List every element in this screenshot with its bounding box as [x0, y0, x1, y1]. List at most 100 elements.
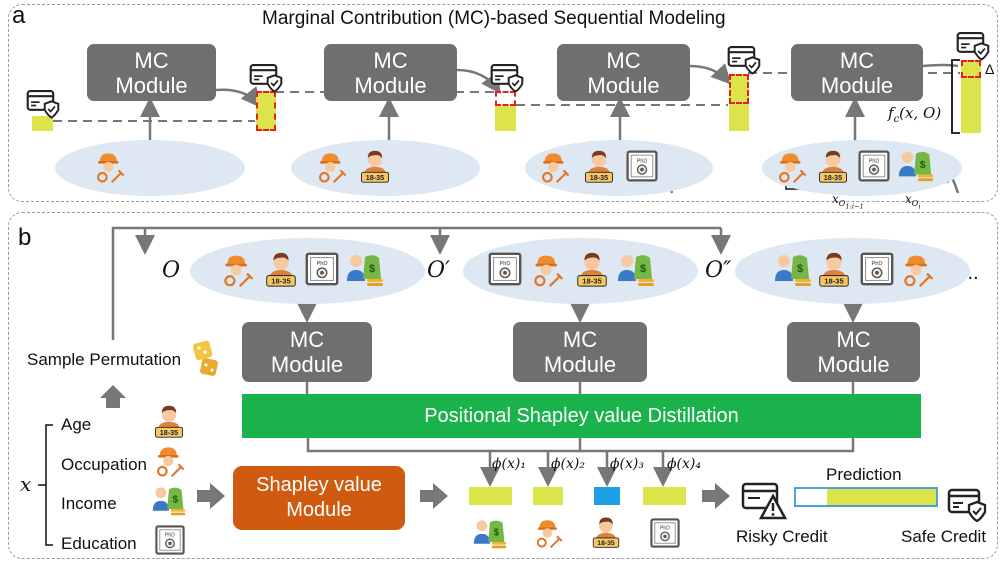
delta-box [495, 91, 516, 106]
prediction-bar [794, 487, 938, 507]
curve-arrow [922, 63, 959, 68]
diploma-icon: PhD [860, 252, 894, 286]
phi-label: ϕ(x)₂ [551, 456, 585, 472]
x-prev-label: xO1:i−1 [832, 192, 864, 211]
x-variable: x [20, 472, 32, 496]
money-icon: $ [898, 151, 934, 182]
money-icon: $ [152, 487, 186, 516]
worker-icon [224, 255, 254, 287]
output-bar [256, 91, 276, 131]
worker-icon [536, 520, 563, 549]
svg-text:$: $ [173, 495, 179, 506]
output-bar [961, 60, 981, 133]
svg-text:PhD: PhD [869, 158, 880, 164]
order-label: O [162, 258, 181, 283]
output-bar [495, 106, 516, 131]
svg-text:18-35: 18-35 [582, 277, 602, 286]
svg-text:$: $ [369, 263, 375, 275]
curve-arrow [456, 68, 501, 95]
diploma-icon: PhD [626, 150, 658, 182]
svg-text:18-35: 18-35 [160, 428, 178, 437]
feature-ellipse [55, 140, 245, 196]
phi-label: ϕ(x)₃ [610, 456, 644, 472]
credit-card-shield-icon [249, 64, 283, 93]
feature-label-age: Age [61, 415, 92, 434]
diploma-icon: PhD [305, 252, 339, 286]
safe-credit-label: Safe Credit [901, 527, 987, 546]
dice-icon [192, 340, 218, 376]
svg-text:$: $ [640, 263, 646, 275]
svg-text:18-35: 18-35 [597, 540, 615, 547]
output-bar [32, 116, 53, 131]
panel-a-letter: a [12, 2, 26, 29]
x-i-label: xOi [905, 192, 921, 211]
feature-label-income: Income [61, 494, 117, 513]
credit-card-shield-icon [727, 46, 761, 75]
worker-icon [319, 153, 347, 184]
worker-icon [779, 153, 807, 184]
credit-card-shield-icon [947, 488, 987, 523]
panel-b [8, 212, 998, 559]
curve-arrow [215, 86, 262, 108]
worker-icon [904, 255, 934, 287]
person-age-icon: 18-35 [361, 150, 389, 183]
person-age-icon: 18-35 [266, 252, 296, 287]
diploma-icon: PhD [650, 518, 680, 548]
feature-ellipse [291, 140, 480, 196]
worker-icon [534, 255, 564, 287]
worker-icon [157, 447, 185, 478]
person-age-icon: 18-35 [585, 150, 613, 183]
svg-text:PhD: PhD [637, 158, 648, 164]
diploma-icon: PhD [155, 525, 185, 555]
permutation-ellipse [735, 238, 970, 304]
curve-arrow [689, 63, 732, 85]
credit-card-shield-icon [490, 64, 524, 93]
sample-permutation-label: Sample Permutation [27, 350, 182, 369]
phi-label: ϕ(x)₄ [667, 456, 701, 472]
svg-text:PhD: PhD [499, 261, 510, 267]
svg-text:PhD: PhD [316, 261, 327, 267]
svg-text:18-35: 18-35 [271, 277, 291, 286]
delta-box [961, 60, 981, 78]
money-icon: $ [473, 520, 507, 549]
order-label: O′ [427, 258, 451, 283]
diploma-icon: PhD [488, 252, 522, 286]
credit-card-shield-icon [26, 90, 60, 119]
phi-bar [533, 487, 563, 505]
distillation-box: Positional Shapley value Distillation [242, 394, 921, 438]
credit-card-shield-icon [956, 32, 990, 61]
svg-text:$: $ [797, 263, 803, 275]
worker-icon [97, 153, 125, 184]
panel-b-letter: b [18, 224, 32, 251]
person-age-icon: 18-35 [592, 517, 620, 548]
svg-text:$: $ [494, 528, 500, 539]
svg-text:18-35: 18-35 [824, 277, 844, 286]
money-icon: $ [775, 255, 811, 286]
money-icon: $ [347, 255, 383, 286]
block-arrows [100, 385, 730, 509]
svg-text:18-35: 18-35 [824, 173, 842, 182]
feature-label-occupation: Occupation [61, 455, 147, 474]
diploma-icon: PhD [858, 150, 890, 182]
svg-text:18-35: 18-35 [590, 173, 608, 182]
feature-label-education: Education [61, 534, 137, 553]
svg-text:18-35: 18-35 [366, 173, 384, 182]
person-age-icon: 18-35 [577, 252, 607, 287]
person-age-icon: 18-35 [155, 405, 183, 438]
fc-label: fc(x, O) [888, 104, 942, 125]
risky-credit-icon [741, 482, 787, 520]
phi-bar [594, 487, 620, 505]
delta-label: Δ [985, 61, 995, 77]
person-age-icon: 18-35 [819, 252, 849, 287]
money-icon: $ [618, 255, 654, 286]
svg-text:$: $ [920, 160, 926, 171]
order-label: O″ [705, 258, 732, 283]
prediction-label: Prediction [826, 465, 902, 484]
